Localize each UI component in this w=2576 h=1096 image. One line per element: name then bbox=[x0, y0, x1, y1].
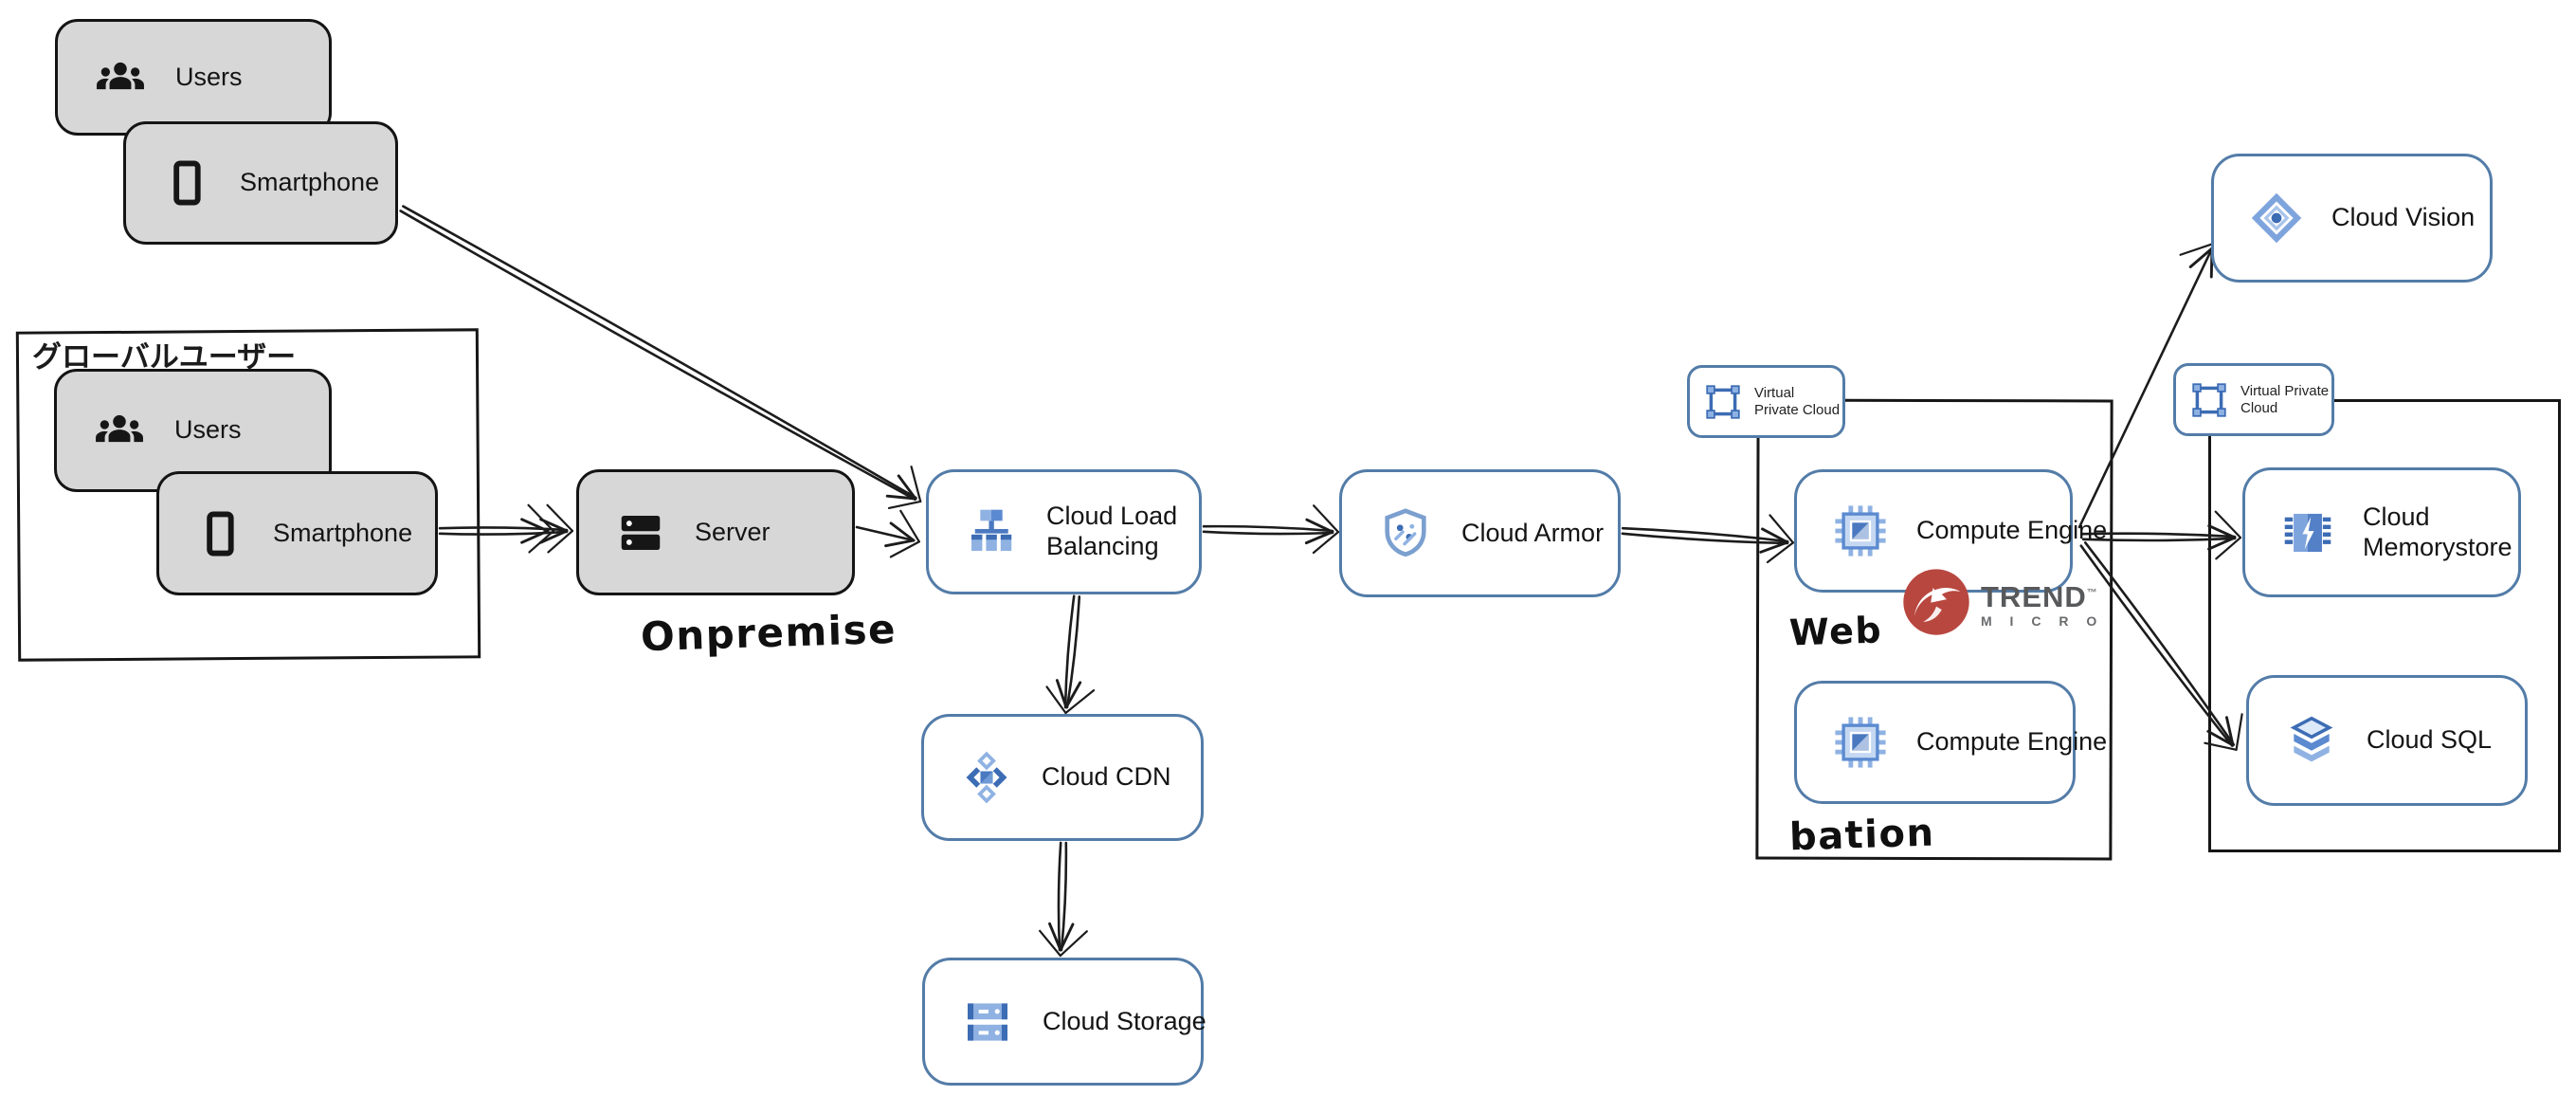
users-icon bbox=[94, 51, 147, 104]
cloud-load-balancing-icon bbox=[965, 505, 1018, 558]
node-cloud-armor[interactable]: Cloud Armor bbox=[1339, 469, 1621, 597]
node-label: Cloud CDN bbox=[1042, 762, 1171, 792]
node-compute-engine-bation[interactable]: Compute Engine bbox=[1794, 681, 2107, 804]
node-label: Cloud Vision bbox=[2331, 203, 2476, 232]
trend-micro-ball-icon bbox=[1901, 567, 1971, 642]
node-label: Cloud Armor bbox=[1461, 518, 1605, 547]
node-users-top[interactable]: Users bbox=[55, 19, 332, 136]
node-cloud-storage[interactable]: Cloud Storage bbox=[922, 958, 1206, 1086]
node-smartphone-top[interactable]: Smartphone bbox=[123, 121, 398, 245]
badge-label: Virtual Private Cloud bbox=[1754, 385, 1841, 418]
node-server[interactable]: Server bbox=[576, 469, 855, 595]
trend-micro-logo: TREND™ M I C R O bbox=[1901, 567, 2104, 642]
users-icon bbox=[93, 404, 146, 457]
node-label: Smartphone bbox=[240, 168, 380, 197]
node-label: Compute Engine bbox=[1916, 727, 2108, 757]
vpc-icon bbox=[1703, 382, 1743, 422]
compute-engine-icon bbox=[1833, 503, 1888, 558]
node-label: Compute Engine bbox=[1916, 516, 2108, 545]
cloud-cdn-icon bbox=[960, 751, 1013, 804]
node-label: Cloud Load Balancing bbox=[1046, 502, 1178, 560]
node-smartphone-global[interactable]: Smartphone bbox=[156, 471, 438, 595]
badge-label: Virtual Private Cloud bbox=[2240, 383, 2330, 416]
node-cloud-memorystore[interactable]: Cloud Memorystore bbox=[2242, 467, 2521, 597]
node-label: Smartphone bbox=[273, 518, 413, 547]
annotation-bation: bation bbox=[1788, 811, 1936, 860]
vpc-icon bbox=[2189, 380, 2229, 420]
smartphone-icon bbox=[162, 158, 211, 208]
cloud-sql-icon bbox=[2285, 714, 2338, 767]
server-icon bbox=[615, 507, 666, 558]
node-label: Cloud Storage bbox=[1043, 1006, 1206, 1035]
cloud-memorystore-icon bbox=[2281, 506, 2334, 559]
group-global-users-title: グローバルユーザー bbox=[32, 340, 297, 374]
node-cloud-load-balancing[interactable]: Cloud Load Balancing bbox=[926, 469, 1202, 594]
badge-vpc-web[interactable]: Virtual Private Cloud bbox=[1687, 365, 1845, 438]
node-cloud-cdn[interactable]: Cloud CDN bbox=[921, 714, 1204, 841]
annotation-web: Web bbox=[1788, 609, 1883, 654]
node-cloud-vision[interactable]: Cloud Vision bbox=[2211, 154, 2493, 283]
annotation-onpremise: Onpremise bbox=[640, 605, 898, 661]
trend-micro-wordmark: TREND™ M I C R O bbox=[1981, 579, 2104, 629]
node-label: Users bbox=[174, 415, 242, 445]
cloud-storage-icon bbox=[961, 996, 1014, 1049]
node-label: Cloud SQL bbox=[2367, 725, 2493, 755]
node-label: Server bbox=[695, 517, 771, 546]
compute-engine-icon bbox=[1833, 715, 1888, 770]
node-label: Users bbox=[175, 62, 243, 91]
cloud-vision-icon bbox=[2250, 192, 2303, 245]
cloud-armor-icon bbox=[1378, 506, 1433, 561]
node-cloud-sql[interactable]: Cloud SQL bbox=[2246, 675, 2528, 806]
smartphone-icon bbox=[195, 509, 245, 558]
node-label: Cloud Memorystore bbox=[2363, 502, 2513, 561]
badge-vpc-data[interactable]: Virtual Private Cloud bbox=[2173, 363, 2334, 436]
